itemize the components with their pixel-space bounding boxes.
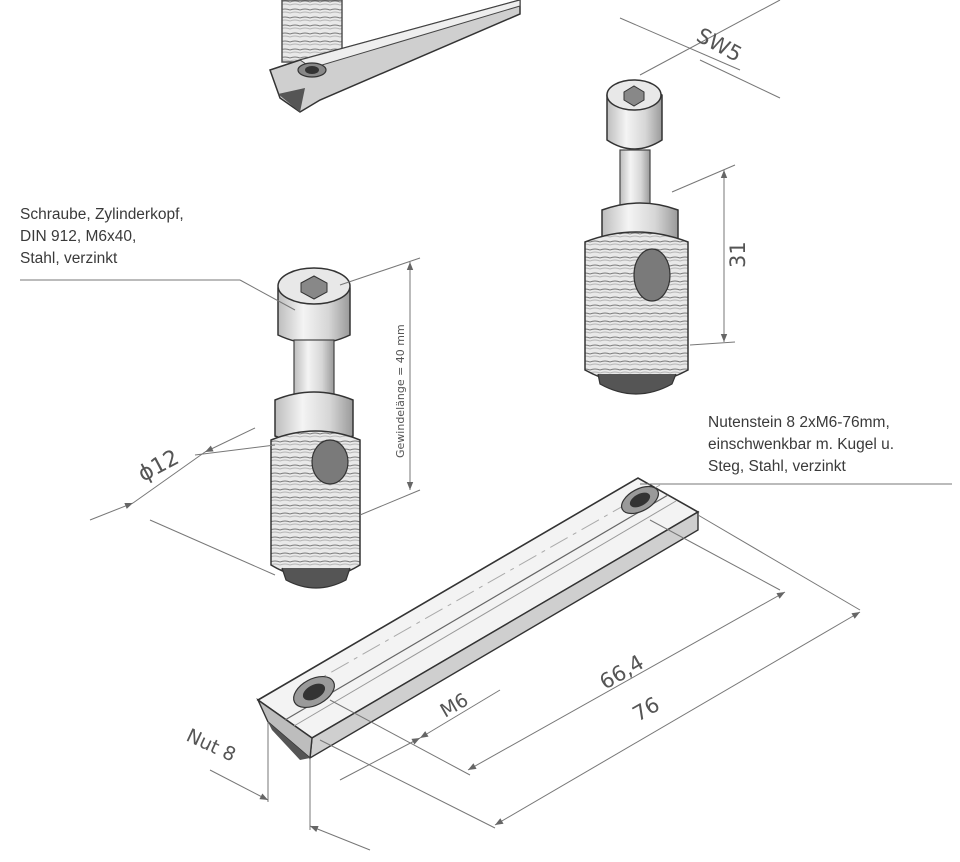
dim-slot: Nut 8 <box>183 725 239 767</box>
dim-thread-length: Gewindelänge = 40 mm <box>394 324 407 458</box>
screw-callout-line-3: Stahl, verzinkt <box>20 250 118 267</box>
dim-hole-spacing: 66,4 <box>596 650 649 694</box>
nut-callout: Nutenstein 8 2xM6-76mm, einschwenkbar m.… <box>708 412 894 478</box>
nut-callout-line-3: Steg, Stahl, verzinkt <box>708 458 846 475</box>
nut-callout-line-2: einschwenkbar m. Kugel u. <box>708 436 895 453</box>
screw-callout-line-2: DIN 912, M6x40, <box>20 228 137 245</box>
dimension-lines <box>20 0 952 851</box>
dim-31: 31 <box>726 241 750 268</box>
left-screw-assembly <box>270 267 361 589</box>
right-screw-assembly <box>584 79 689 395</box>
top-assembly-fragment <box>269 0 521 113</box>
nut-callout-line-1: Nutenstein 8 2xM6-76mm, <box>708 414 890 431</box>
dim-thread-m6: M6 <box>437 689 473 722</box>
screw-callout: Schraube, Zylinderkopf, DIN 912, M6x40, … <box>20 204 184 270</box>
dim-diameter: ϕ12 <box>134 445 183 487</box>
screw-callout-line-1: Schraube, Zylinderkopf, <box>20 206 184 223</box>
dim-overall-length: 76 <box>629 692 664 726</box>
